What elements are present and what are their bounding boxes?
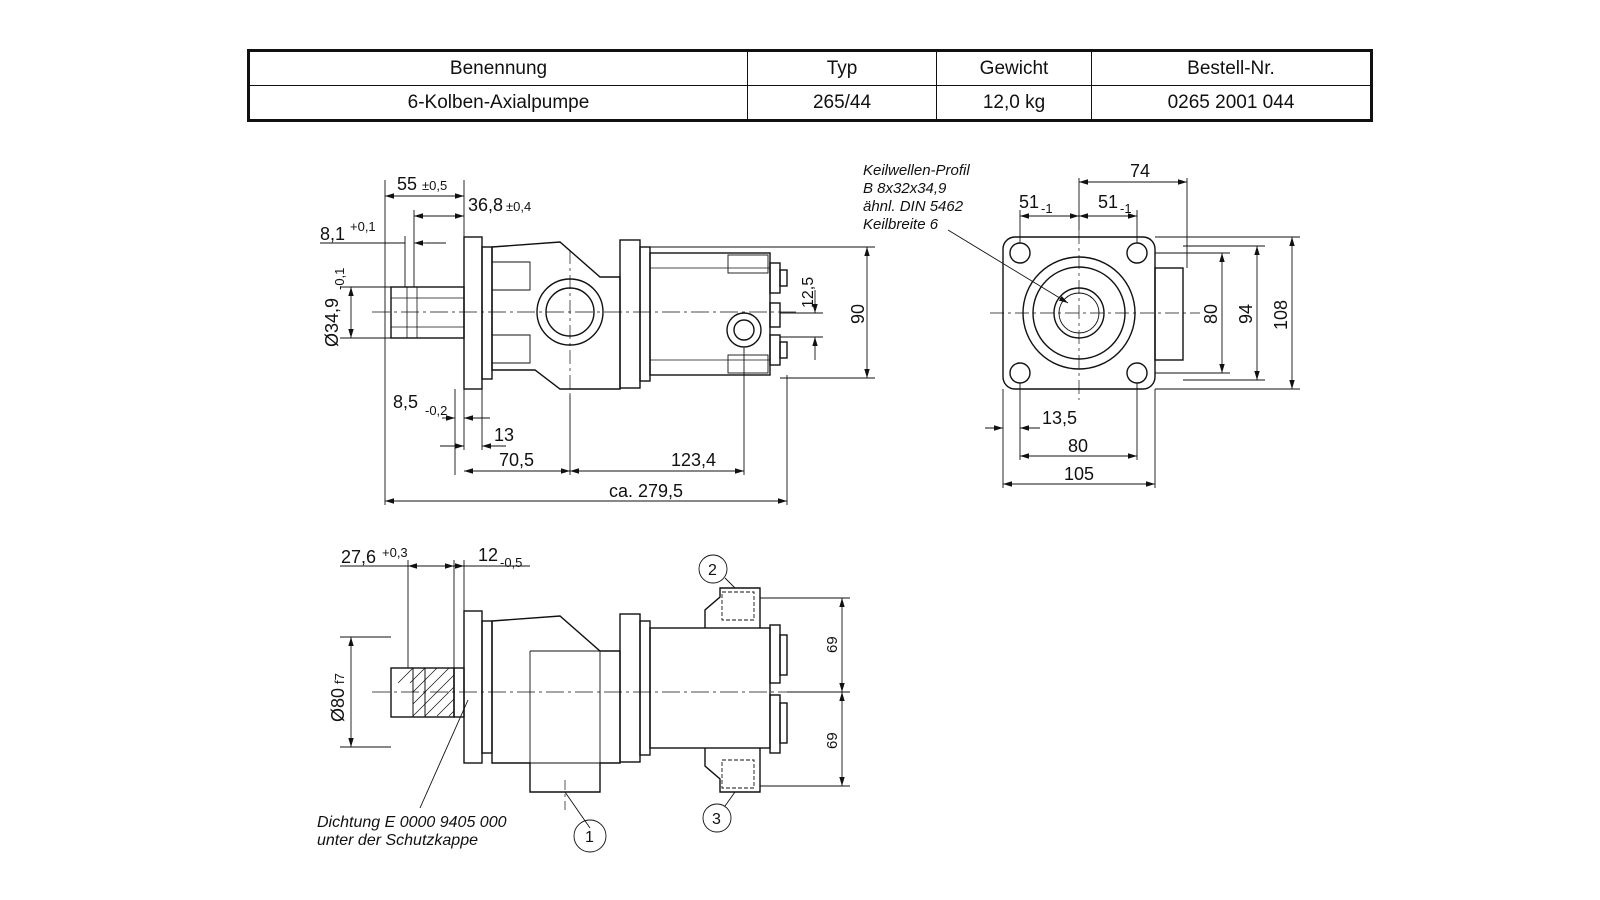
dim-51b: 51 bbox=[1098, 192, 1118, 212]
shaft-section bbox=[390, 667, 455, 718]
dim-12-5: 12,5 bbox=[800, 277, 817, 308]
bolt-hole-bl bbox=[1009, 362, 1031, 384]
bottom-middle-flange bbox=[619, 613, 641, 763]
front-view-labels: Keilwellen-Profil B 8x32x34,9 ähnl. DIN … bbox=[863, 161, 1291, 484]
dim-d34-9-tol: -0,1 bbox=[332, 268, 347, 290]
spec-table: Benennung Typ Gewicht Bestell-Nr. 6-Kolb… bbox=[247, 49, 1373, 122]
spline-note-1: Keilwellen-Profil bbox=[863, 162, 970, 179]
seal-note-1: Dichtung E 0000 9405 000 bbox=[317, 814, 507, 831]
spline-note-3: ähnl. DIN 5462 bbox=[863, 198, 964, 215]
dim-70-5: 70,5 bbox=[499, 450, 534, 470]
bolt-hole-tl bbox=[1009, 242, 1031, 264]
dim-12-tol: -0,5 bbox=[500, 555, 522, 570]
pressure-port bbox=[726, 312, 762, 348]
bottom-flange bbox=[463, 610, 483, 764]
bottom-view-labels: 27,6 +0,3 12 -0,5 Ø80 f7 69 69 1 2 3 Dic… bbox=[317, 545, 841, 849]
front-view-dimensions bbox=[947, 178, 1300, 488]
dim-total: ca. 279,5 bbox=[609, 481, 683, 501]
dim-36-8: 36,8 bbox=[468, 195, 503, 215]
spec-data-row: 6-Kolben-Axialpumpe 265/44 12,0 kg 0265 … bbox=[248, 85, 1372, 121]
spec-header-row: Benennung Typ Gewicht Bestell-Nr. bbox=[248, 50, 1372, 86]
dim-51a: 51 bbox=[1019, 192, 1039, 212]
mounting-flange bbox=[463, 236, 483, 390]
bolt-hole-tr bbox=[1126, 242, 1148, 264]
dim-d34-9: Ø34,9 bbox=[322, 298, 342, 347]
dim-74: 74 bbox=[1130, 161, 1150, 181]
dim-8-1: 8,1 bbox=[320, 224, 345, 244]
callout-circle-2 bbox=[698, 554, 728, 584]
dim-8-1-tol: +0,1 bbox=[350, 219, 376, 234]
dim-51b-tol: -1 bbox=[1120, 201, 1132, 216]
callout-circle-1 bbox=[573, 819, 607, 853]
dim-13: 13 bbox=[494, 425, 514, 445]
dim-55-tol: ±0,5 bbox=[422, 178, 447, 193]
bottom-rear-body bbox=[649, 627, 771, 749]
dim-51a-tol: -1 bbox=[1041, 201, 1053, 216]
spline-note-2: B 8x32x34,9 bbox=[863, 180, 947, 197]
cell-benennung: 6-Kolben-Axialpumpe bbox=[248, 85, 748, 121]
dim-d80-tol: f7 bbox=[332, 673, 347, 684]
dim-d80: Ø80 bbox=[328, 688, 348, 722]
callout-3: 3 bbox=[712, 811, 721, 828]
front-housing bbox=[491, 241, 621, 390]
callout-2: 2 bbox=[708, 562, 717, 579]
shaft bbox=[390, 286, 465, 339]
dim-90: 90 bbox=[848, 304, 868, 324]
bottom-view bbox=[372, 587, 800, 810]
dim-80h: 80 bbox=[1068, 436, 1088, 456]
cell-bestell-nr: 0265 2001 044 bbox=[1091, 85, 1372, 121]
dim-69a: 69 bbox=[824, 636, 841, 653]
dim-27-6: 27,6 bbox=[341, 547, 376, 567]
dim-27-6-tol: +0,3 bbox=[382, 545, 408, 560]
side-view bbox=[372, 236, 800, 395]
dim-108: 108 bbox=[1271, 300, 1291, 330]
cell-typ: 265/44 bbox=[747, 85, 937, 121]
port-3-body bbox=[721, 759, 755, 789]
dim-69b: 69 bbox=[824, 732, 841, 749]
dim-12: 12 bbox=[478, 545, 498, 565]
middle-flange bbox=[619, 239, 641, 389]
seal-note-2: unter der Schutzkappe bbox=[317, 832, 478, 849]
dim-36-8-tol: ±0,4 bbox=[506, 199, 531, 214]
dim-55: 55 bbox=[397, 174, 417, 194]
port-2-body bbox=[721, 591, 755, 621]
dim-8-5: 8,5 bbox=[393, 392, 418, 412]
side-view-labels: 55 ±0,5 36,8 ±0,4 8,1 +0,1 Ø34,9 -0,1 8,… bbox=[320, 174, 868, 501]
rear-body bbox=[649, 252, 771, 376]
spline-note-4: Keilbreite 6 bbox=[863, 216, 939, 233]
bottom-view-dimensions bbox=[340, 554, 850, 853]
header-typ: Typ bbox=[747, 50, 937, 86]
bolt-hole-br bbox=[1126, 362, 1148, 384]
dim-123-4: 123,4 bbox=[671, 450, 716, 470]
dim-94: 94 bbox=[1236, 304, 1256, 324]
bottom-housing bbox=[491, 615, 621, 793]
front-view bbox=[990, 230, 1200, 400]
dim-105: 105 bbox=[1064, 464, 1094, 484]
side-view-dimensions bbox=[320, 180, 875, 505]
dim-80v: 80 bbox=[1201, 304, 1221, 324]
callout-circle-3 bbox=[702, 803, 732, 833]
dim-13-5: 13,5 bbox=[1042, 408, 1077, 428]
dim-8-5-tol: -0,2 bbox=[425, 403, 447, 418]
callout-1: 1 bbox=[585, 829, 594, 846]
